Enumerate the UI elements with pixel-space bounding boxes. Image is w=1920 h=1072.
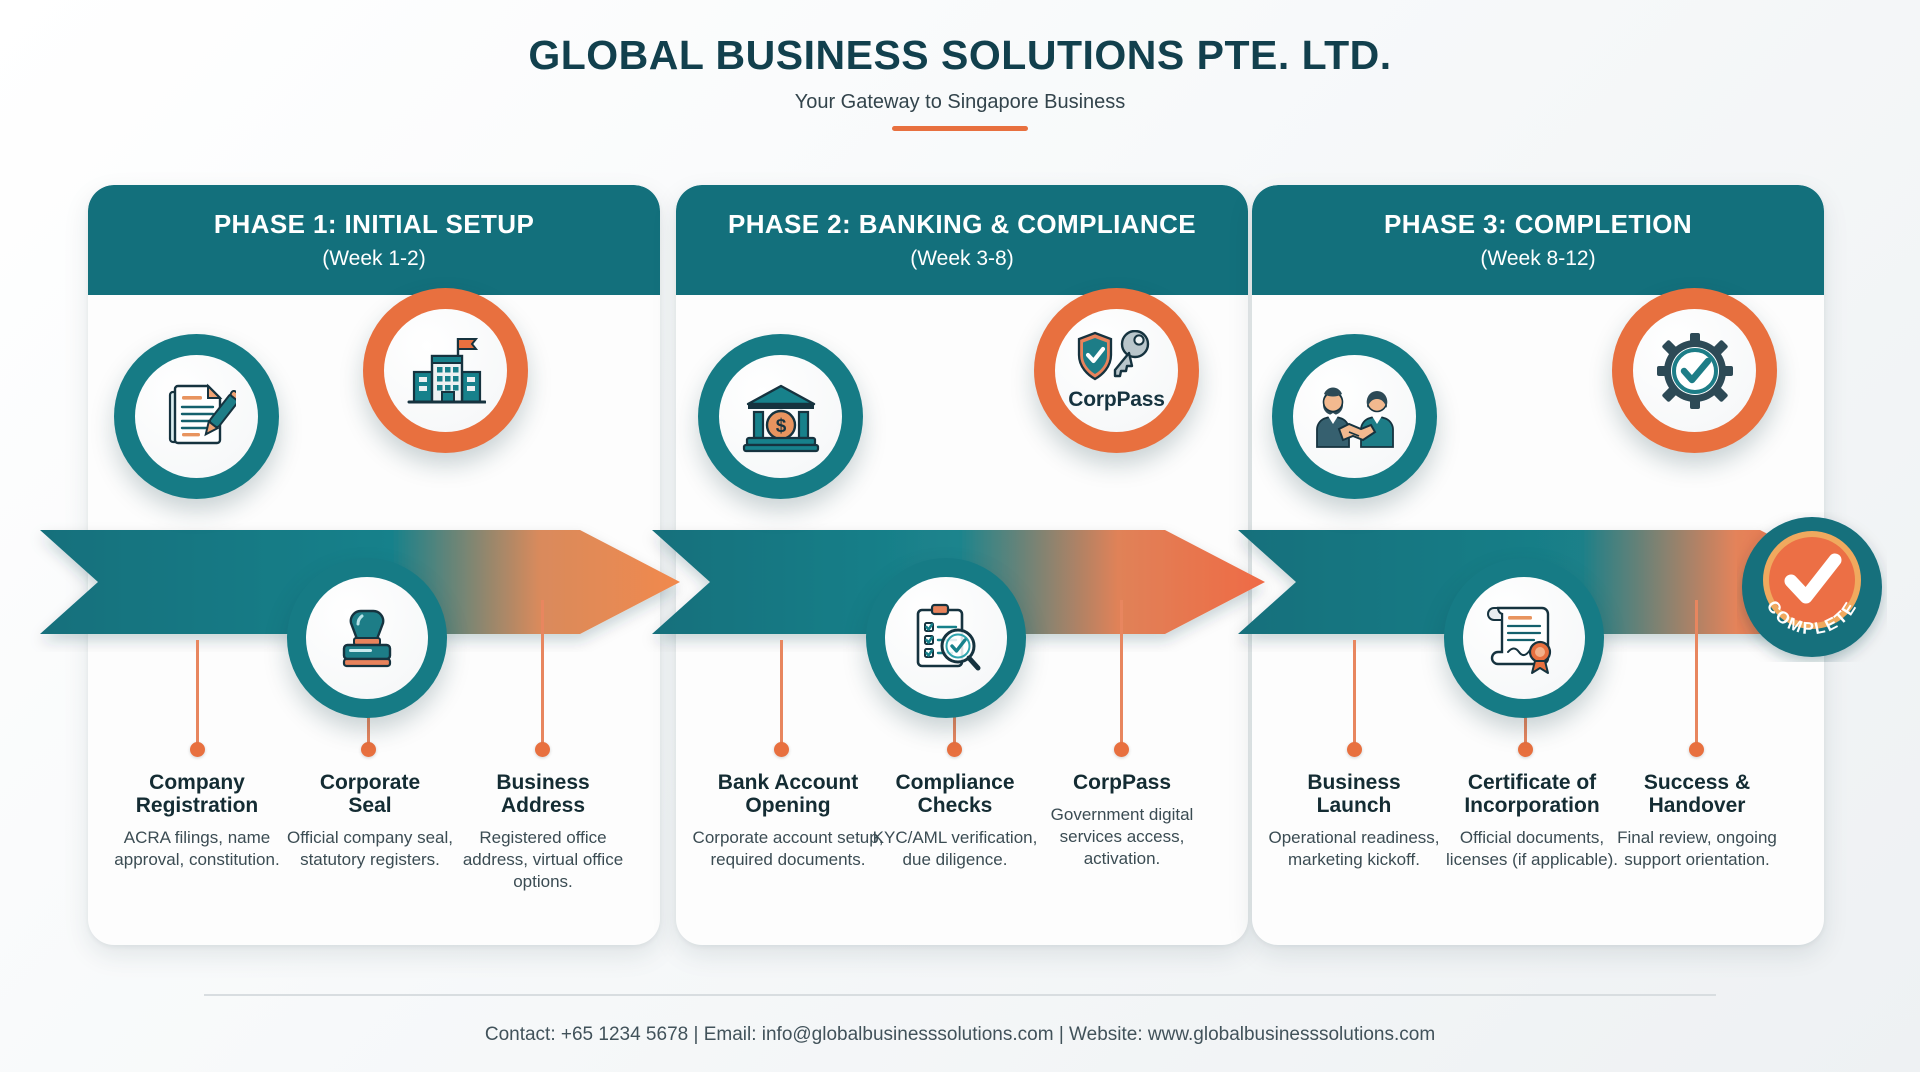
step-icon-certificate-of-incorporation[interactable] xyxy=(1444,558,1604,718)
footer: Contact: +65 1234 5678 | Email: info@glo… xyxy=(0,994,1920,1046)
step-title: Business Launch xyxy=(1307,771,1401,817)
connector-dot xyxy=(190,742,205,757)
connector-stem xyxy=(780,640,783,748)
step-title: Success & Handover xyxy=(1643,771,1751,817)
step-label-bank-account-opening: Bank Account Opening Corporate account s… xyxy=(690,771,886,871)
step-description: Official company seal, statutory registe… xyxy=(287,827,453,869)
phase-2-header: PHASE 2: BANKING & COMPLIANCE (Week 3-8) xyxy=(676,185,1248,295)
step-icon-bank-account-opening[interactable]: $ xyxy=(698,334,863,499)
phase-1-header: PHASE 1: INITIAL SETUP (Week 1-2) xyxy=(88,185,660,295)
connector-dot xyxy=(361,742,376,757)
step-title: CorpPass xyxy=(1072,771,1172,794)
step-label-corppass: CorpPass Government digital services acc… xyxy=(1033,771,1211,870)
step-title: Certificate of Incorporation xyxy=(1464,771,1600,817)
step-label-compliance-checks: Compliance Checks KYC/AML verification, … xyxy=(866,771,1044,871)
step-label-business-launch: Business Launch Operational readiness, m… xyxy=(1265,771,1443,871)
step-icon-business-address[interactable] xyxy=(363,288,528,453)
step-icon-company-registration[interactable] xyxy=(114,334,279,499)
step-description: Operational readiness, marketing kickoff… xyxy=(1268,827,1440,869)
corppass-icon-label: CorpPass xyxy=(1068,387,1165,411)
connector-dot xyxy=(1347,742,1362,757)
header: GLOBAL BUSINESS SOLUTIONS PTE. LTD. Your… xyxy=(0,32,1920,131)
shield-key-icon xyxy=(1077,329,1149,380)
connector-stem xyxy=(1524,690,1527,748)
connector-stem xyxy=(1120,600,1123,748)
step-title: Compliance Checks xyxy=(895,771,1015,817)
connector-stem xyxy=(953,690,956,748)
connector-stem xyxy=(196,640,199,748)
rubber-stamp-icon xyxy=(342,609,392,668)
certificate-ribbon-icon xyxy=(1487,606,1552,674)
phase-1-title: PHASE 1: INITIAL SETUP xyxy=(213,209,535,239)
connector-dot xyxy=(774,742,789,757)
connector-dot xyxy=(1689,742,1704,757)
phase-3-week: (Week 8-12) xyxy=(1480,247,1596,270)
step-title: Bank Account Opening xyxy=(717,771,859,817)
step-icon-compliance-checks[interactable] xyxy=(866,558,1026,718)
svg-text:$: $ xyxy=(775,416,786,437)
step-icon-success-handover[interactable] xyxy=(1612,288,1777,453)
footer-contact-text: Contact: +65 1234 5678 | Email: info@glo… xyxy=(484,1024,1436,1045)
connector-dot xyxy=(535,742,550,757)
bank-icon: $ xyxy=(742,384,819,452)
step-label-certificate-of-incorporation: Certificate of Incorporation Official do… xyxy=(1432,771,1632,871)
step-label-corporate-seal: Corporate Seal Official company seal, st… xyxy=(281,771,459,871)
page-title: GLOBAL BUSINESS SOLUTIONS PTE. LTD. xyxy=(528,32,1392,78)
phase-2-title: PHASE 2: BANKING & COMPLIANCE xyxy=(727,209,1197,239)
phase-2-week: (Week 3-8) xyxy=(910,247,1014,270)
connector-stem xyxy=(541,600,544,748)
office-building-icon xyxy=(407,337,486,403)
clipboard-magnifier-icon xyxy=(916,603,981,671)
step-description: Government digital services access, acti… xyxy=(1050,804,1194,869)
connector-stem xyxy=(1353,640,1356,748)
step-title: Business Address xyxy=(496,771,590,817)
step-icon-corporate-seal[interactable] xyxy=(287,558,447,718)
step-description: ACRA filings, name approval, constitutio… xyxy=(114,827,280,869)
connector-stem xyxy=(367,690,370,748)
step-label-business-address: Business Address Registered office addre… xyxy=(454,771,632,893)
step-icon-business-launch[interactable] xyxy=(1272,334,1437,499)
step-icon-corppass[interactable]: CorpPass xyxy=(1034,288,1199,453)
connector-stem xyxy=(1695,600,1698,748)
step-description: Final review, ongoing support orientatio… xyxy=(1617,827,1777,869)
step-label-company-registration: Company Registration ACRA filings, name … xyxy=(108,771,286,871)
connector-dot xyxy=(947,742,962,757)
complete-badge[interactable]: COMPLETE xyxy=(1737,512,1887,667)
phase-3-title: PHASE 3: COMPLETION xyxy=(1383,209,1693,239)
step-description: Official documents, licenses (if applica… xyxy=(1446,827,1618,869)
footer-divider xyxy=(204,994,1716,996)
document-pen-icon xyxy=(168,383,236,444)
step-title: Corporate Seal xyxy=(319,771,421,817)
step-description: Corporate account setup, required docume… xyxy=(692,827,884,869)
phase-3-header: PHASE 3: COMPLETION (Week 8-12) xyxy=(1252,185,1824,295)
handshake-people-icon xyxy=(1315,387,1394,448)
connector-dot xyxy=(1518,742,1533,757)
phase-1-week: (Week 1-2) xyxy=(322,247,426,270)
step-label-success-handover: Success & Handover Final review, ongoing… xyxy=(1608,771,1786,871)
step-description: KYC/AML verification, due diligence. xyxy=(872,827,1038,869)
connector-dot xyxy=(1114,742,1129,757)
gear-check-icon xyxy=(1656,332,1733,409)
step-title: Company Registration xyxy=(135,771,259,817)
step-description: Registered office address, virtual offic… xyxy=(462,827,624,891)
page-subtitle: Your Gateway to Singapore Business xyxy=(794,91,1126,113)
title-underline-rule xyxy=(892,126,1028,131)
